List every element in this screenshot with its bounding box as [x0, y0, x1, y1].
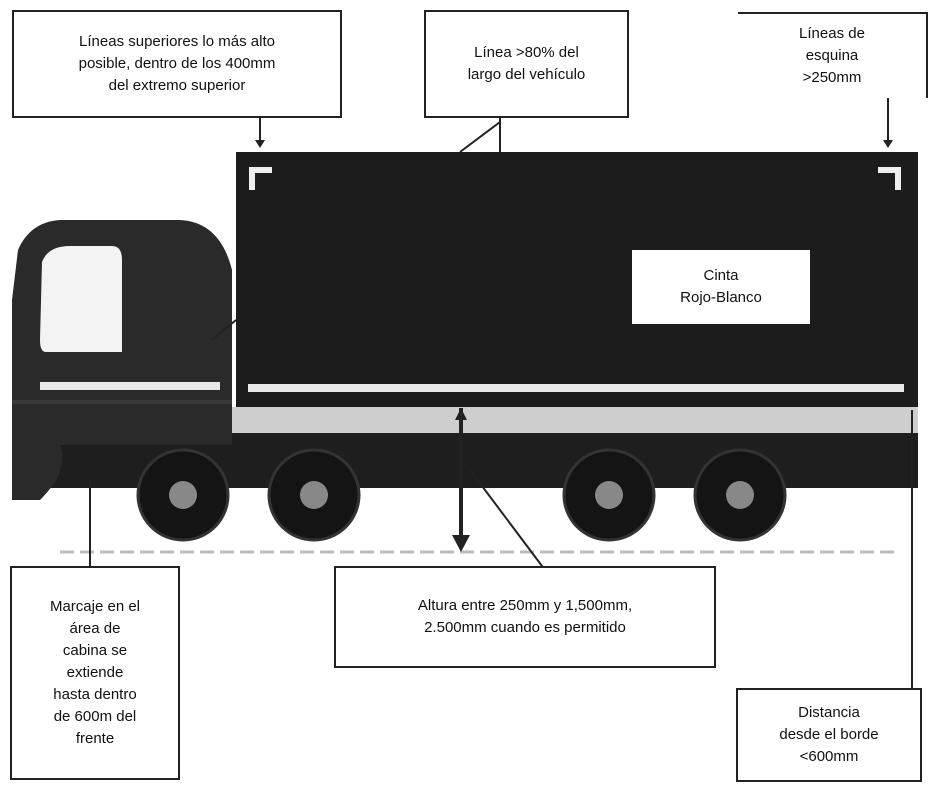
label-line-80: Línea >80% del largo del vehículo	[424, 10, 629, 118]
tape-label: Cinta Rojo-Blanco	[632, 250, 810, 324]
label-top-lines: Líneas superiores lo más alto posible, d…	[12, 10, 342, 118]
cab-lower	[12, 445, 63, 500]
arrow-down-icon	[255, 140, 265, 148]
cargo-box	[236, 152, 918, 407]
corner-marking-left	[249, 167, 272, 190]
arrow-down-icon	[883, 140, 893, 148]
arrow-down-icon	[452, 535, 470, 552]
cab-side-stripe	[12, 400, 232, 404]
reflective-line-cab	[40, 382, 220, 390]
label-cabin-marking: Marcaje en el área de cabina se extiende…	[10, 566, 180, 780]
reflective-line-box	[248, 384, 904, 392]
chassis-top	[226, 407, 918, 433]
leader-80-diag	[459, 121, 501, 153]
label-height: Altura entre 250mm y 1,500mm, 2.500mm cu…	[334, 566, 716, 668]
wheel-hub	[169, 481, 754, 509]
label-corner-lines: Líneas de esquina >250mm	[738, 12, 928, 98]
leader-body	[211, 319, 237, 341]
cab-window	[40, 246, 122, 352]
arrow-up-icon	[455, 408, 467, 420]
label-edge-distance: Distancia desde el borde <600mm	[736, 688, 922, 782]
corner-marking-right	[878, 167, 901, 190]
leader-height	[469, 469, 546, 571]
